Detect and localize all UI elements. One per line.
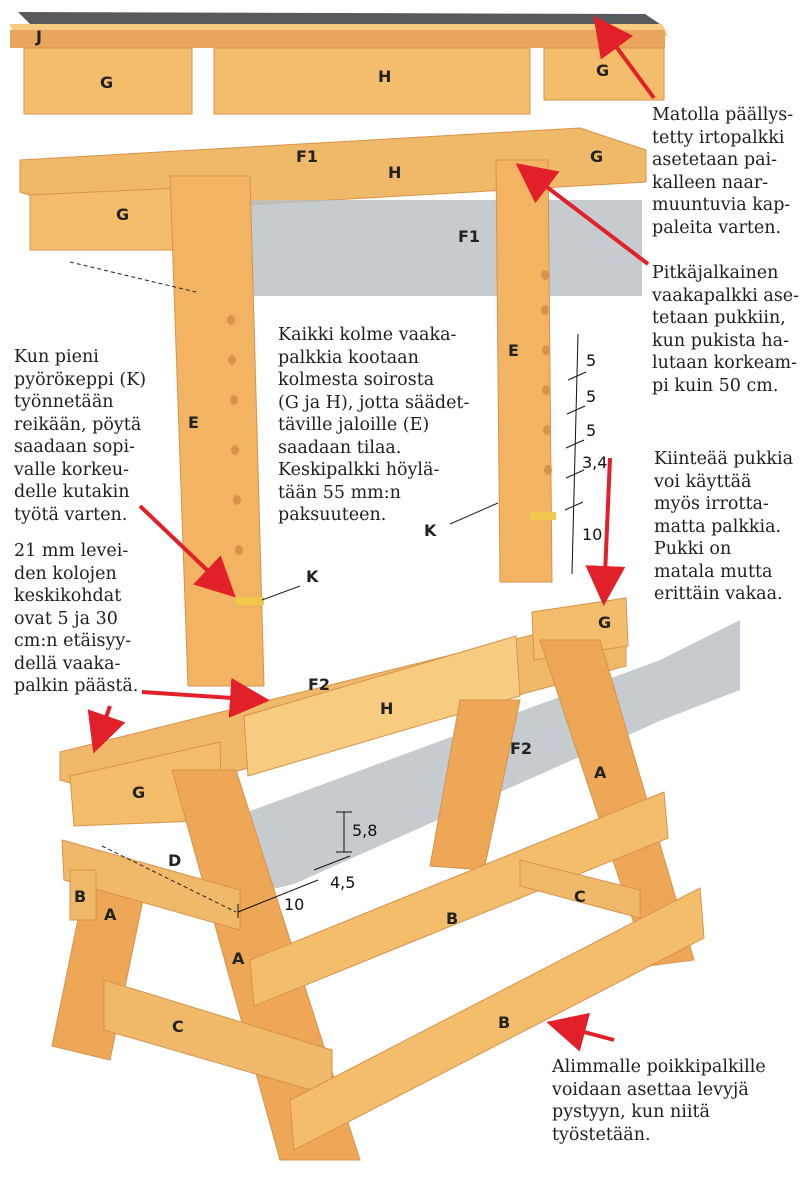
arrow-groove-a <box>141 677 270 718</box>
note-grooves: 21 mm levei- den kolojen keskikohdat ova… <box>14 541 139 696</box>
peg-left <box>236 597 264 605</box>
label-K-right: K <box>424 521 437 540</box>
label-G-mid-left: G <box>116 205 129 224</box>
label-H-bottom: H <box>380 699 393 718</box>
top-mat-beam <box>10 12 668 115</box>
label-B-middle: B <box>446 909 458 928</box>
note-long-beam: Pitkäjalkainen vaakapalkki ase- tetaan p… <box>652 263 800 396</box>
label-B-left: B <box>74 887 86 906</box>
dim-5-8: 5,8 <box>352 821 377 840</box>
label-F2-ghost: F2 <box>510 739 532 758</box>
arrow-peg <box>138 504 236 598</box>
label-D: D <box>168 851 181 870</box>
label-G-bottom-right: G <box>598 613 611 632</box>
arrow-groove-b <box>87 705 126 754</box>
label-A-left: A <box>104 905 117 924</box>
arrow-fixed <box>585 457 626 606</box>
label-E-left: E <box>188 413 199 432</box>
arrow-bottom <box>546 1012 615 1052</box>
dim-10: 10 <box>582 525 602 544</box>
label-H-mid: H <box>388 163 401 182</box>
label-E-right: E <box>508 341 519 360</box>
dim-5-b: 5 <box>586 387 596 406</box>
dim-5-c: 5 <box>586 421 596 440</box>
note-peg: Kun pieni pyöröкeppi (K) työnnetään reik… <box>14 347 147 525</box>
label-A-front: A <box>232 949 245 968</box>
arrow-long-beam <box>515 163 650 266</box>
label-C-front: C <box>172 1017 184 1036</box>
groove-dimensions <box>237 811 352 918</box>
dim-3-4: 3,4 <box>582 453 607 472</box>
label-H-top: H <box>378 67 391 86</box>
callout-arrows <box>87 15 656 1052</box>
note-bottom-beam: Alimmalle poikkipalkille voidaan asettaa… <box>552 1057 766 1145</box>
label-K-left: K <box>306 567 319 586</box>
label-F2-top: F2 <box>308 675 330 694</box>
arrow-mat <box>593 15 656 100</box>
label-G-bottom-left: G <box>132 783 145 802</box>
label-A-right: A <box>594 763 607 782</box>
note-fixed-trestle: Kiinteää pukkia voi käyttää myös irrotta… <box>654 449 794 604</box>
label-J: J <box>35 27 42 46</box>
label-F1-top: F1 <box>296 147 318 166</box>
dim-5-a: 5 <box>586 351 596 370</box>
label-F1-ghost: F1 <box>458 227 480 246</box>
leg-holes <box>227 270 552 555</box>
label-B-front: B <box>498 1013 510 1032</box>
note-beams-center: Kaikki kolme vaaka- palkkia kootaan kolm… <box>278 325 470 525</box>
leg-height-dimensions <box>564 333 587 575</box>
label-G-mid-right: G <box>590 147 603 166</box>
peg-right <box>530 512 556 520</box>
label-G-top-left: G <box>100 73 113 92</box>
fixed-trestle <box>51 597 740 1161</box>
dim-10-bottom: 10 <box>284 895 304 914</box>
label-G-top-right: G <box>596 61 609 80</box>
dim-4-5: 4,5 <box>330 873 355 892</box>
note-mat-beam: Matolla päällys- tetty irtopalkki asetet… <box>652 105 794 238</box>
label-C-right: C <box>574 887 586 906</box>
